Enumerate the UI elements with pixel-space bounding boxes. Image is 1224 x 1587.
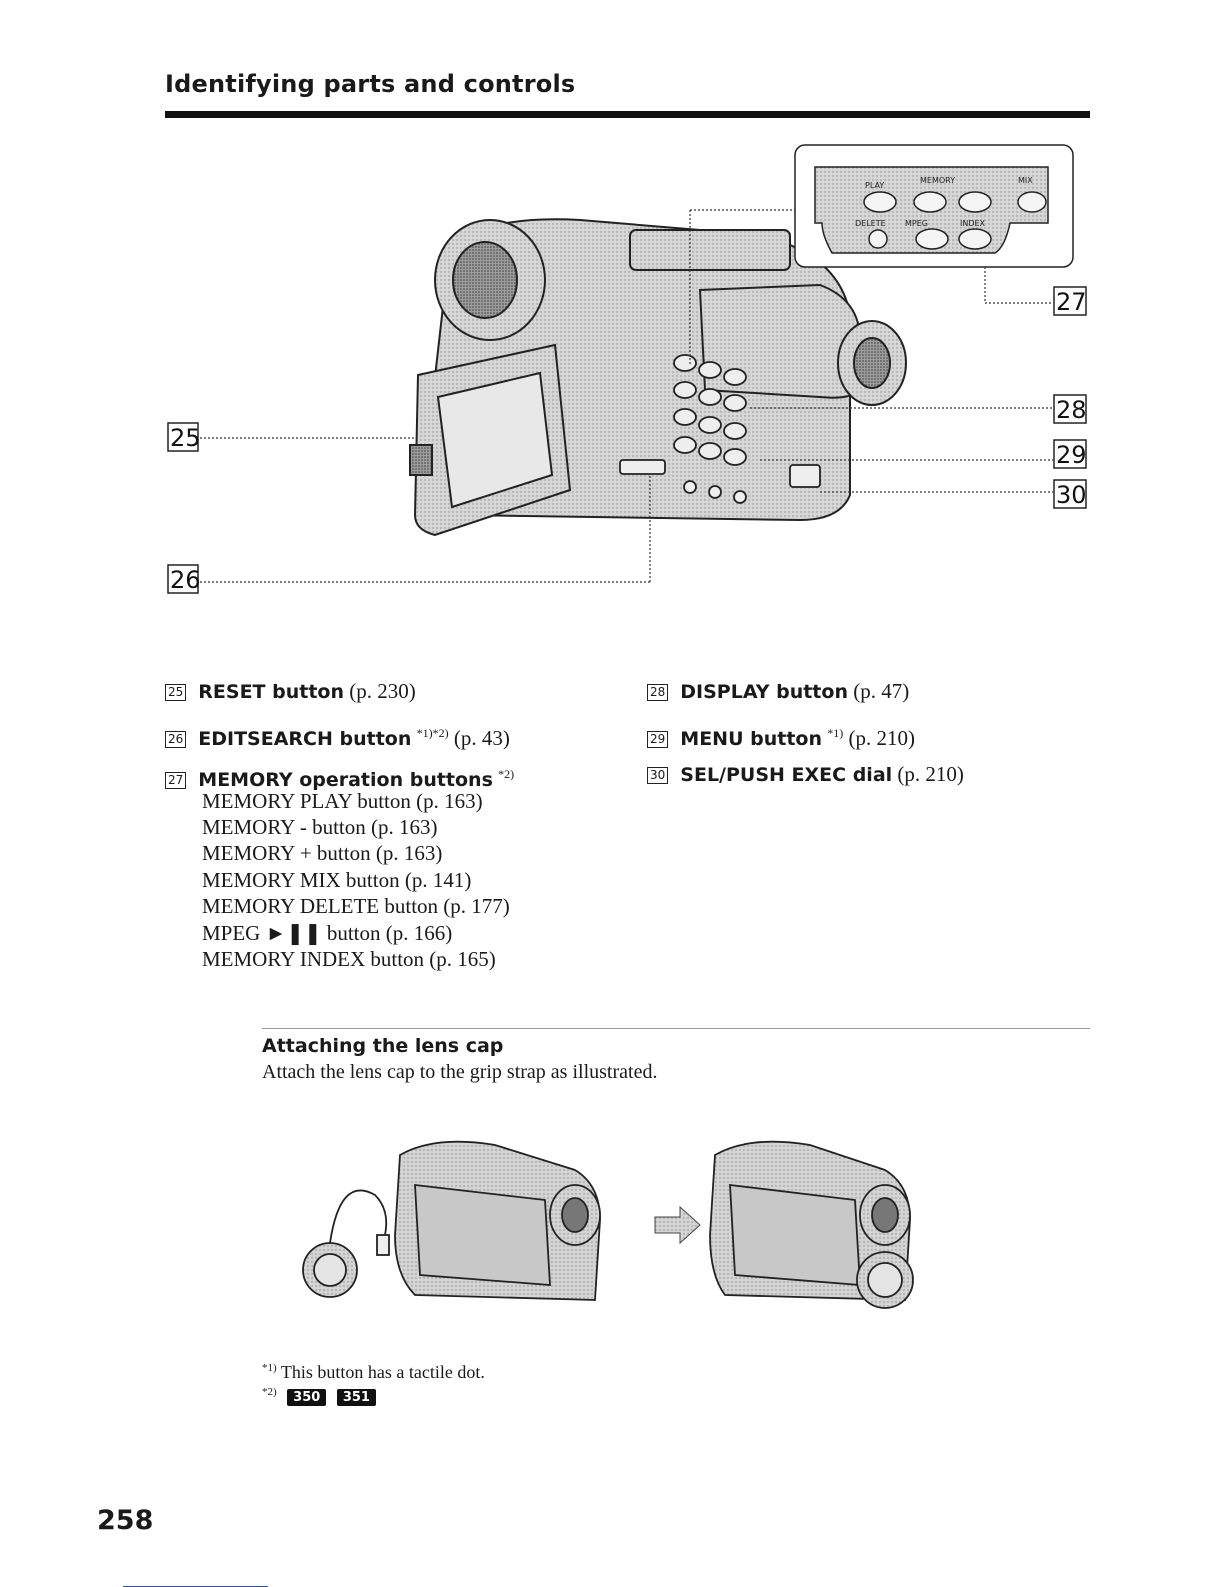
item-menu: 29 MENU button *1) (p. 210): [647, 720, 915, 752]
inset-label-mpeg: MPEG: [905, 219, 928, 228]
footnote-1: *1) This button has a tactile dot.: [262, 1362, 485, 1383]
item-ref: (p. 210): [897, 762, 964, 786]
leader-lines: [200, 209, 1053, 583]
item-sup: *1): [827, 726, 844, 740]
arrow-icon: [654, 1205, 701, 1245]
item-name: DISPLAY button: [680, 681, 848, 703]
model-badge: 350: [287, 1389, 327, 1406]
page-number: 258: [97, 1505, 154, 1536]
model-badge: 351: [336, 1389, 376, 1406]
title-rule: [165, 111, 1090, 118]
item-name: EDITSEARCH button: [198, 728, 412, 750]
memory-subitem: MPEG ►❚❚ button (p. 166): [202, 921, 453, 945]
item-memory-ops: 27 MEMORY operation buttons *2): [165, 761, 514, 793]
inset-label-memory: MEMORY: [920, 176, 955, 185]
inset-label-play: PLAY: [865, 181, 884, 190]
item-ref: (p. 230): [349, 679, 416, 703]
item-display: 28 DISPLAY button (p. 47): [647, 678, 909, 705]
item-ref: (p. 43): [453, 726, 510, 750]
item-name: RESET button: [198, 681, 345, 703]
item-number: 28: [647, 684, 669, 701]
item-number: 26: [165, 731, 187, 748]
camcorder-right: [709, 1140, 914, 1309]
item-number: 27: [165, 772, 187, 789]
body-buttons: [619, 354, 821, 504]
item-number: 29: [647, 731, 669, 748]
memory-subitem: MEMORY PLAY button (p. 163): [202, 789, 483, 813]
item-editsearch: 26 EDITSEARCH button *1)*2) (p. 43): [165, 720, 510, 752]
memory-subitem: MEMORY DELETE button (p. 177): [202, 894, 510, 918]
item-number: 25: [165, 684, 187, 701]
item-number: 30: [647, 767, 669, 784]
camcorder-left: [302, 1140, 601, 1301]
callout-25: 25: [170, 424, 201, 452]
item-reset: 25 RESET button (p. 230): [165, 678, 416, 705]
memory-subitem: MEMORY - button (p. 163): [202, 815, 438, 839]
item-sup: *2): [498, 767, 515, 781]
lens-cap-illustration: [302, 1140, 914, 1309]
item-sel-push-exec: 30 SEL/PUSH EXEC dial (p. 210): [647, 761, 964, 788]
callout-27: 27: [1056, 288, 1087, 316]
item-ref: (p. 210): [848, 726, 915, 750]
footnote-mark: *1): [262, 1362, 277, 1374]
memory-inset: [794, 144, 1074, 268]
callout-29: 29: [1056, 441, 1087, 469]
callout-30: 30: [1056, 481, 1087, 509]
memory-subitem: MEMORY MIX button (p. 141): [202, 868, 472, 892]
inset-label-delete: DELETE: [855, 219, 886, 228]
camcorder-diagram: MEMORY PLAY MIX DELETE MPEG INDEX 25 26 …: [167, 144, 1087, 594]
callout-28: 28: [1056, 396, 1087, 424]
item-name: MENU button: [680, 728, 822, 750]
callout-26: 26: [170, 566, 201, 594]
inset-label-mix: MIX: [1018, 176, 1033, 185]
section-divider: [262, 1028, 1090, 1029]
item-name: MEMORY operation buttons: [198, 769, 493, 791]
memory-subitem: MEMORY + button (p. 163): [202, 841, 443, 865]
footnote-2: *2) 350 351: [262, 1386, 376, 1407]
inset-label-index: INDEX: [960, 219, 986, 228]
lens-cap-text: Attach the lens cap to the grip strap as…: [262, 1061, 658, 1083]
memory-subitem: MEMORY INDEX button (p. 165): [202, 947, 496, 971]
section-title: Identifying parts and controls: [165, 70, 576, 98]
item-ref: (p. 47): [853, 679, 910, 703]
item-name: SEL/PUSH EXEC dial: [680, 764, 893, 786]
footnote-text: This button has a tactile dot.: [280, 1362, 485, 1382]
item-sup: *1)*2): [416, 726, 449, 740]
lens-cap-heading: Attaching the lens cap: [262, 1035, 504, 1057]
footnote-mark: *2): [262, 1386, 277, 1398]
